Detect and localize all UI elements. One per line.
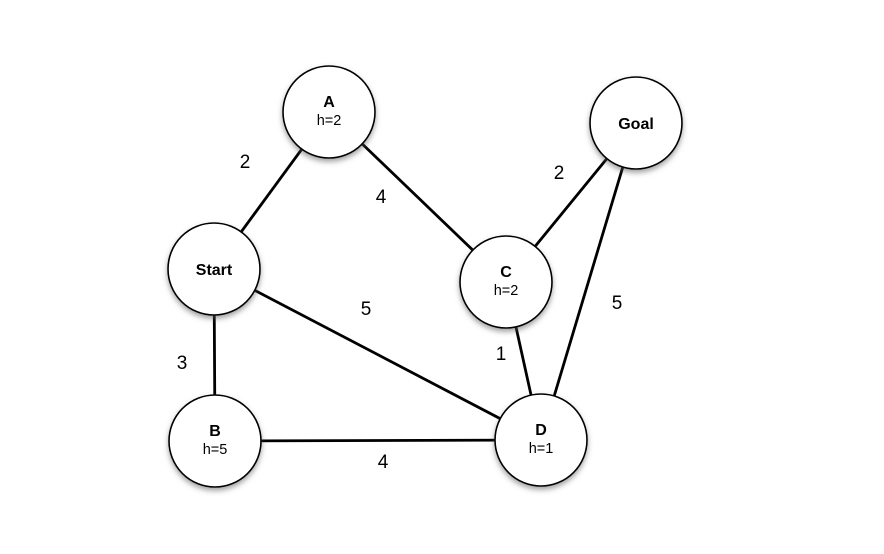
edge-Goal-D bbox=[539, 121, 638, 442]
node-Goal: Goal bbox=[589, 76, 683, 170]
edge-weight-A-C: 4 bbox=[376, 187, 387, 208]
node-heuristic-B: h=5 bbox=[203, 442, 228, 458]
edge-Start-D bbox=[212, 267, 543, 442]
node-D: Dh=1 bbox=[494, 393, 588, 487]
edge-weight-Start-B: 3 bbox=[177, 353, 188, 374]
node-label-Start: Start bbox=[196, 262, 233, 279]
node-circle-C bbox=[459, 235, 553, 329]
node-heuristic-A: h=2 bbox=[317, 113, 342, 129]
edge-layer bbox=[212, 110, 638, 443]
node-label-Goal: Goal bbox=[618, 116, 654, 133]
node-label-C: C bbox=[500, 264, 512, 281]
node-heuristic-D: h=1 bbox=[529, 441, 554, 457]
edge-label-layer: 2 4 2 3 5 1 5 4 bbox=[177, 152, 623, 473]
node-circle-Start bbox=[167, 222, 261, 316]
node-Start: Start bbox=[167, 222, 261, 316]
edge-weight-C-Goal: 2 bbox=[554, 163, 565, 184]
node-label-D: D bbox=[535, 422, 547, 439]
node-C: Ch=2 bbox=[459, 235, 553, 329]
edge-weight-C-D: 1 bbox=[496, 344, 507, 365]
edge-weight-Start-A: 2 bbox=[240, 152, 251, 173]
node-circle-B bbox=[168, 394, 262, 488]
node-heuristic-C: h=2 bbox=[494, 283, 519, 299]
edge-B-D bbox=[213, 438, 543, 443]
node-B: Bh=5 bbox=[168, 394, 262, 488]
node-label-B: B bbox=[209, 423, 221, 440]
node-circle-Goal bbox=[589, 76, 683, 170]
edge-weight-B-D: 4 bbox=[378, 452, 389, 473]
node-label-A: A bbox=[323, 94, 335, 111]
edge-weight-Goal-D: 5 bbox=[612, 293, 623, 314]
node-circle-A bbox=[282, 65, 376, 159]
node-A: Ah=2 bbox=[282, 65, 376, 159]
edge-weight-Start-D: 5 bbox=[361, 299, 372, 320]
node-circle-D bbox=[494, 393, 588, 487]
